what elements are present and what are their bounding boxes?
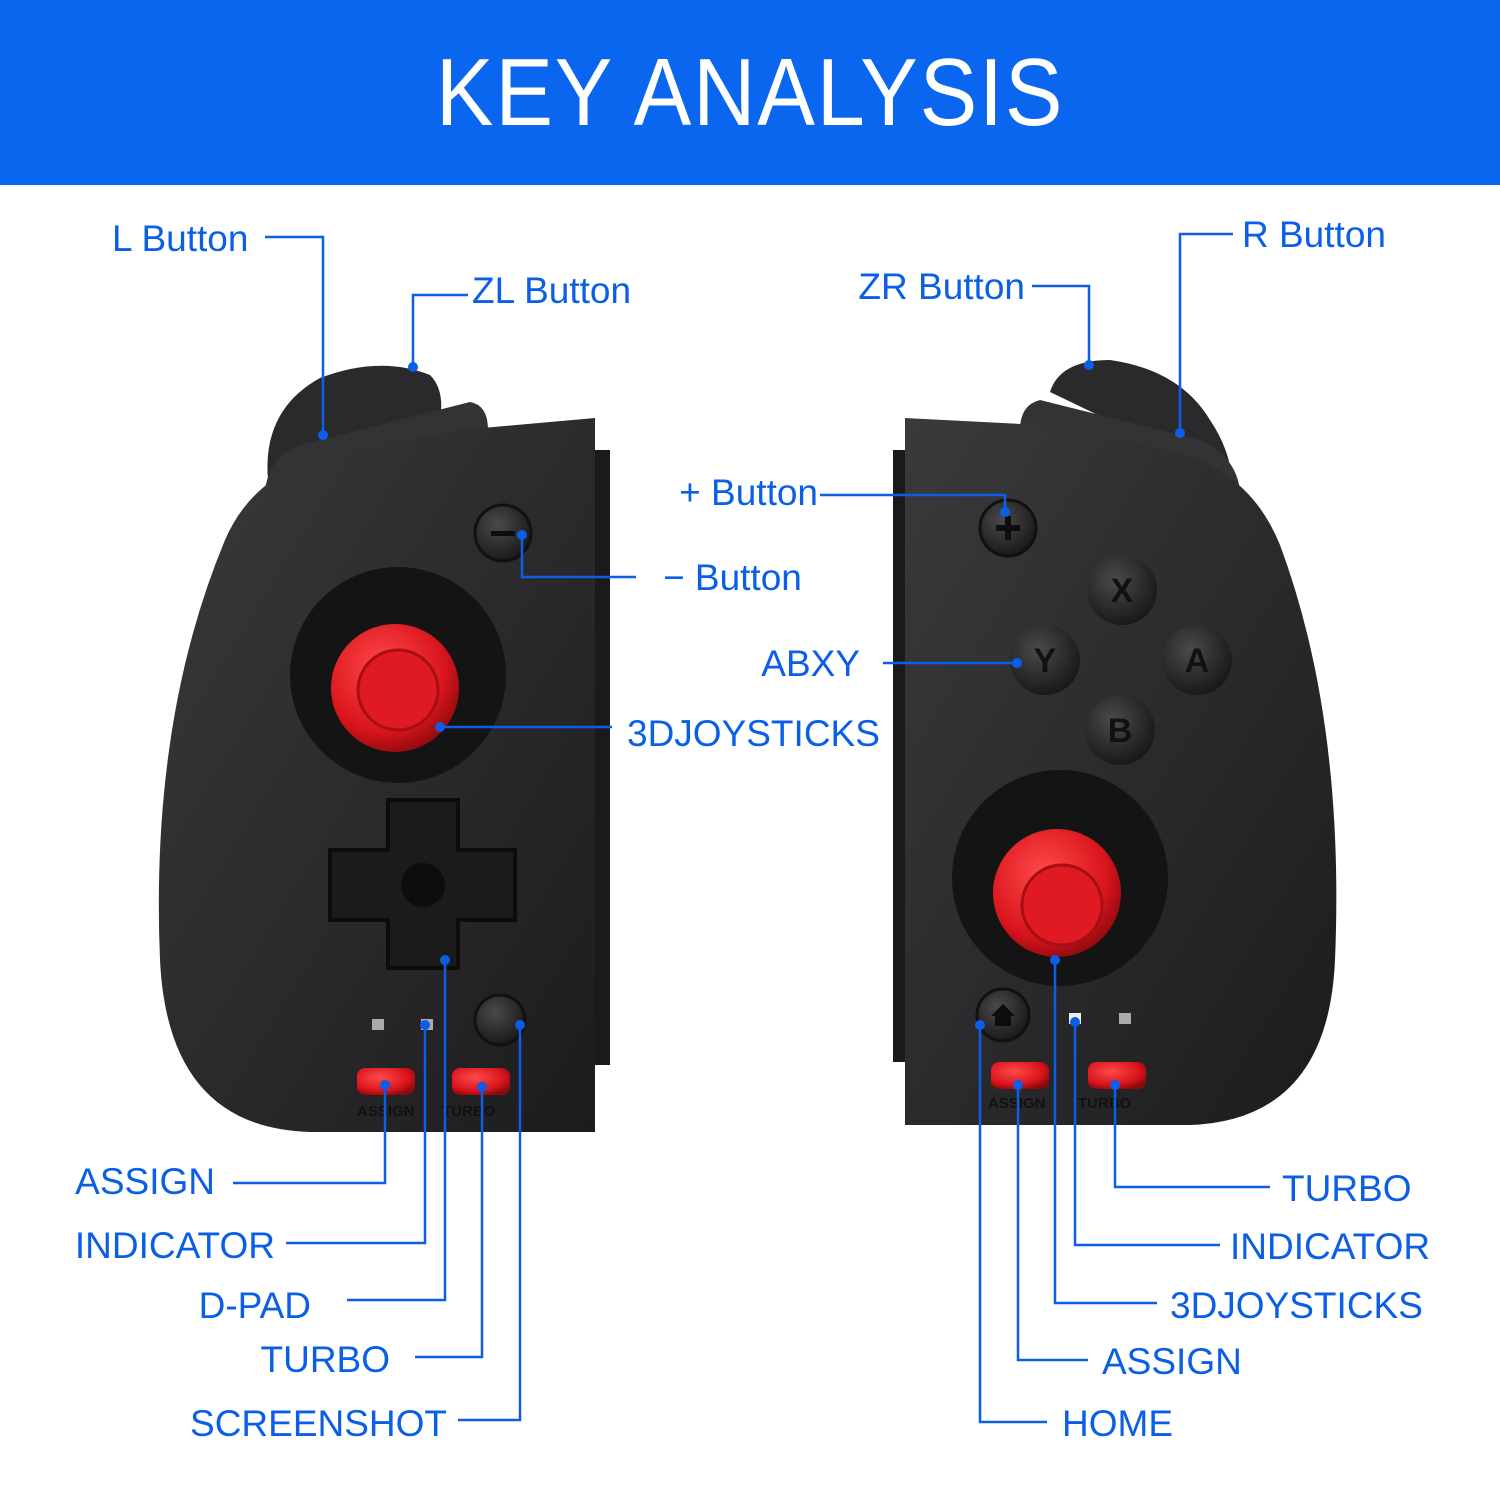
- indicator-light-4: [1119, 1013, 1131, 1024]
- label-zr-button: ZR Button: [858, 266, 1025, 307]
- left-rail: [592, 450, 610, 1065]
- left-joystick-cap: [356, 648, 440, 732]
- right-assign-button: [991, 1062, 1049, 1089]
- left-turbo-button: [452, 1068, 510, 1095]
- dpad-center: [401, 863, 445, 907]
- label-right-indicator: INDICATOR: [1230, 1226, 1430, 1267]
- right-controller: X Y A B ASSIGN TURBO: [893, 360, 1337, 1125]
- label-minus-button: − Button: [663, 557, 802, 598]
- indicator-light-1: [372, 1019, 384, 1030]
- x-button: X: [1087, 555, 1157, 625]
- label-r-button: R Button: [1242, 214, 1386, 255]
- label-left-turbo: TURBO: [261, 1339, 391, 1380]
- page-title: KEY ANALYSIS: [435, 38, 1065, 146]
- home-icon: [991, 1004, 1015, 1026]
- label-left-joystick: 3DJOYSTICKS: [627, 713, 880, 754]
- label-right-turbo: TURBO: [1282, 1168, 1412, 1209]
- label-left-indicator: INDICATOR: [75, 1225, 275, 1266]
- label-home: HOME: [1062, 1403, 1173, 1444]
- leader-lines: [233, 232, 1270, 1424]
- left-controller: ASSIGN TURBO: [158, 365, 610, 1132]
- y-label: Y: [1034, 642, 1057, 680]
- label-screenshot: SCREENSHOT: [190, 1403, 447, 1444]
- y-button: Y: [1010, 625, 1080, 695]
- label-left-assign: ASSIGN: [75, 1161, 215, 1202]
- label-abxy: ABXY: [761, 643, 860, 684]
- label-plus-button: + Button: [679, 472, 818, 513]
- label-zl-button: ZL Button: [472, 270, 631, 311]
- left-turbo-print: TURBO: [442, 1103, 496, 1120]
- label-dpad: D-PAD: [199, 1285, 311, 1326]
- label-right-assign: ASSIGN: [1102, 1341, 1242, 1382]
- a-button: A: [1162, 625, 1232, 695]
- b-button: B: [1085, 695, 1155, 765]
- right-joystick-cap: [1020, 863, 1104, 947]
- minus-icon: [491, 531, 515, 536]
- right-turbo-print: TURBO: [1078, 1095, 1132, 1112]
- header-banner: KEY ANALYSIS: [0, 0, 1500, 185]
- callout-labels: L Button ZL Button ZR Button R Button + …: [75, 214, 1430, 1444]
- a-label: A: [1185, 642, 1210, 680]
- x-label: X: [1111, 572, 1134, 610]
- right-turbo-button: [1088, 1062, 1146, 1089]
- b-label: B: [1108, 712, 1133, 750]
- plus-icon: [996, 516, 1020, 540]
- screenshot-button: [473, 993, 527, 1047]
- label-l-button: L Button: [112, 218, 248, 259]
- label-right-joystick: 3DJOYSTICKS: [1170, 1285, 1423, 1326]
